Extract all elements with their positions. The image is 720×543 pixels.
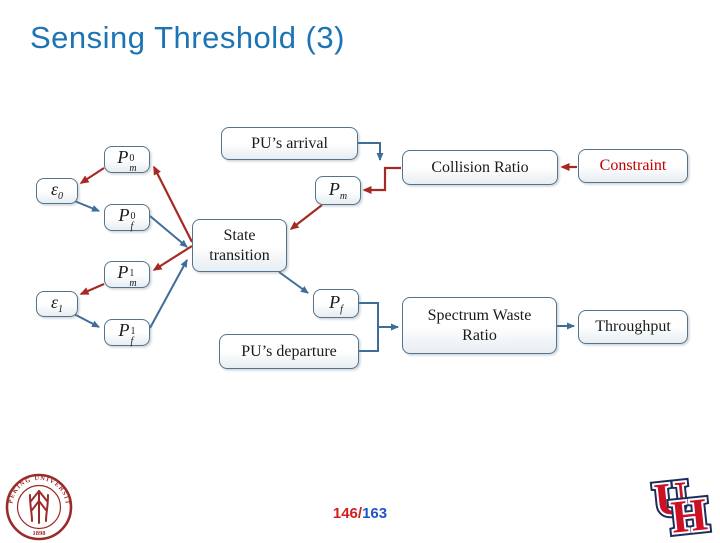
connector-state-to-pm1 <box>152 245 193 271</box>
pf-sub: f <box>340 303 343 315</box>
node-pu-arrival: PU’s arrival <box>221 127 358 160</box>
eps0-base: ε <box>50 179 59 200</box>
node-collision-ratio: Collision Ratio <box>402 150 558 185</box>
spectrum-waste-line1: Spectrum Waste <box>427 306 532 324</box>
seal-inner-ring <box>16 484 62 530</box>
node-pm: Pm <box>315 176 361 205</box>
node-pu-departure: PU’s departure <box>219 334 359 369</box>
page-number: 146/163 <box>0 505 720 522</box>
pm1-sup: 1 <box>129 267 135 279</box>
connector-collision-to-pm <box>362 166 401 194</box>
connector-pm1-to-eps1 <box>79 282 105 296</box>
uh-letter-h: H <box>669 488 710 540</box>
node-spectrum-waste-ratio: Spectrum Waste Ratio <box>402 297 557 354</box>
page-number-current: 146/ <box>332 505 363 522</box>
seal-emblem-icon <box>29 490 49 524</box>
pf-base: P <box>329 291 341 312</box>
uh-logo: U U U H H H <box>648 468 714 540</box>
node-eps0: ε0 <box>36 178 78 204</box>
pm0-base: P <box>117 146 129 167</box>
uh-letter-u-white: U <box>652 471 690 525</box>
seal-outer-ring <box>5 473 73 541</box>
uh-letter-h-white: H <box>669 488 710 540</box>
pf0-sub: f <box>130 220 134 232</box>
seal-year-text: 1898 <box>33 530 47 537</box>
university-seal-logo: PEKING UNIVERSITY 1898 <box>2 471 73 541</box>
eps0-sub: 0 <box>58 191 64 203</box>
pm0-sub: m <box>129 162 137 174</box>
connector-pu-arrival-to-collision <box>358 142 384 161</box>
node-pf: Pf <box>313 289 359 318</box>
state-transition-line2: transition <box>209 246 270 264</box>
pm1-sub: m <box>129 277 137 289</box>
node-constraint: Constraint <box>578 149 688 183</box>
spectrum-waste-line2: Ratio <box>462 326 497 344</box>
pf0-sup: 0 <box>130 210 136 222</box>
eps1-base: ε <box>50 292 59 313</box>
pm1-base: P <box>117 261 129 282</box>
pf1-sup: 1 <box>130 325 136 337</box>
connector-pf-pudep-junction <box>359 302 379 352</box>
pf0-base: P <box>118 204 130 225</box>
uh-letter-u: U <box>652 471 690 525</box>
connector-pf1-to-state <box>149 259 188 329</box>
pf1-sub: f <box>130 335 134 347</box>
connector-state-to-pm0 <box>153 165 193 243</box>
connector-eps1-to-pf1 <box>71 312 100 328</box>
pm-sub: m <box>339 190 348 202</box>
connector-eps0-to-pf0 <box>71 199 100 212</box>
pf1-base: P <box>118 319 130 340</box>
pm0-sup: 0 <box>129 152 135 164</box>
node-throughput: Throughput <box>578 310 688 344</box>
connector-state-to-pf <box>278 271 309 294</box>
page-title: Sensing Threshold (3) <box>30 20 345 55</box>
connector-pm0-to-eps0 <box>79 167 105 184</box>
state-transition-line1: State <box>223 226 256 244</box>
pm-base: P <box>328 178 340 199</box>
connector-pf0-to-state <box>149 215 188 248</box>
uh-logo-letters: U U U H H H <box>648 468 714 540</box>
eps1-sub: 1 <box>58 304 64 316</box>
node-state-transition: State transition <box>192 219 287 272</box>
node-eps1: ε1 <box>36 291 78 317</box>
page-number-total: 163 <box>362 505 388 522</box>
connector-pm-to-state <box>289 204 323 230</box>
